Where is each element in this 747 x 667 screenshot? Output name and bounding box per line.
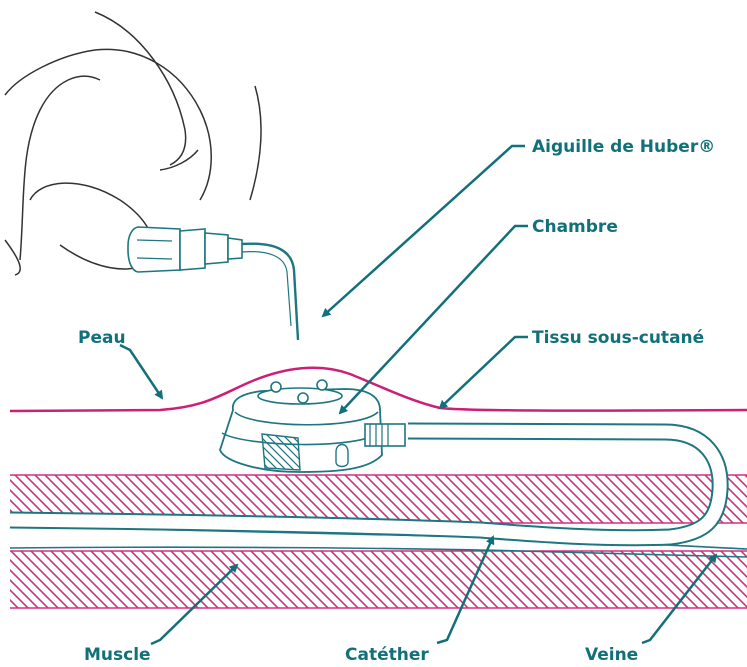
arrow-huber — [323, 146, 525, 316]
arrow-chambre — [340, 226, 528, 413]
label-tissu: Tissu sous-cutané — [532, 328, 704, 348]
label-catheter: Catéther — [345, 645, 429, 665]
label-peau: Peau — [78, 328, 126, 348]
muscle-layer-lower — [10, 551, 747, 608]
label-chambre: Chambre — [532, 217, 618, 237]
port-chamber — [220, 380, 405, 472]
label-veine: Veine — [585, 645, 638, 665]
huber-needle — [128, 227, 298, 340]
label-muscle: Muscle — [84, 645, 151, 665]
arrow-tissu — [440, 337, 528, 408]
label-huber: Aiguille de Huber® — [532, 137, 715, 157]
arrow-peau — [120, 345, 162, 398]
